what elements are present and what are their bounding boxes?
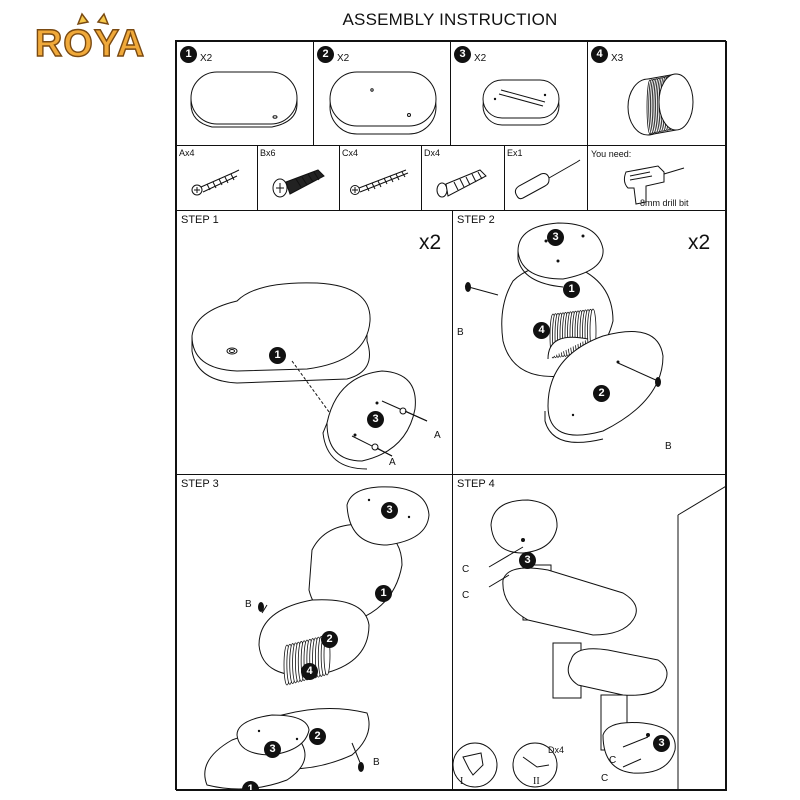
page-title: ASSEMBLY INSTRUCTION [342, 10, 558, 29]
hardware-cell-A: Ax4 [176, 145, 258, 211]
instruction-sheet: 1 X2 2 X2 3 X2 4 X3 [175, 40, 727, 791]
step-2-multiplier: x2 [688, 231, 711, 254]
step-1-part-1: 1 [269, 347, 286, 364]
step-1-part-3: 3 [367, 411, 384, 428]
part-badge-1: 1 [180, 46, 197, 63]
part-badge-2: 2 [317, 46, 334, 63]
bolt-icon [272, 169, 325, 198]
you-need-label: You need: [591, 149, 632, 159]
step-4-screw-label-c2: C [462, 590, 470, 601]
part-qty-1: X2 [200, 53, 213, 64]
logo-ear-left [76, 12, 90, 26]
step-4-sub-hardware: Dx4 [548, 745, 565, 755]
step-3-part-2a: 2 [321, 631, 338, 648]
step-2-label: STEP 2 [457, 214, 495, 226]
hardware-label-E: Ex1 [507, 148, 523, 158]
step-3-bolt-label-b1: B [245, 599, 252, 610]
step-2-diagram [464, 222, 664, 443]
oval-bracket-icon [482, 79, 560, 126]
logo-ear-right [96, 12, 110, 26]
power-drill-icon [623, 165, 685, 205]
logo-text: ROYA [35, 23, 145, 65]
part-cell-2: 2 X2 [313, 41, 451, 146]
step-1-diagram [191, 282, 428, 470]
step-2-part-4: 4 [533, 322, 550, 339]
step-4-screw-label-c1: C [462, 564, 470, 575]
step-3-part-2b: 2 [309, 728, 326, 745]
step-2-part-1: 1 [563, 281, 580, 298]
part-cell-4: 4 X3 [587, 41, 727, 146]
step-4-screw-label-c4: C [601, 773, 609, 784]
step-4-part-3a: 3 [519, 552, 536, 569]
step-1-screw-label-a2: A [389, 457, 396, 468]
step-4-label: STEP 4 [457, 478, 495, 490]
oval-panel-icon [190, 71, 298, 128]
part-cell-3: 3 X2 [450, 41, 588, 146]
step-2-panel: STEP 2 x2 3 1 4 2 B B [452, 210, 727, 475]
step-4-part-3b: 3 [653, 735, 670, 752]
long-screw-icon [350, 169, 409, 195]
wood-screw-icon [191, 169, 240, 196]
hardware-cell-C: Cx4 [339, 145, 422, 211]
part-qty-4: X3 [611, 53, 624, 64]
step-3-part-1a: 1 [375, 585, 392, 602]
step-1-multiplier: x2 [419, 231, 442, 254]
hardware-label-B: Bx6 [260, 148, 276, 158]
hardware-label-C: Cx4 [342, 148, 359, 158]
hardware-label-D: Dx4 [424, 148, 441, 158]
wall-anchor-icon [436, 169, 487, 198]
step-4-diagram [453, 485, 726, 790]
step-1-label: STEP 1 [181, 214, 219, 226]
hardware-cell-B: Bx6 [257, 145, 340, 211]
step-4-substep-2: II [533, 776, 540, 787]
step-3-label: STEP 3 [181, 478, 219, 490]
step-2-part-2: 2 [593, 385, 610, 402]
step-4-substep-1: I [460, 776, 464, 787]
step-3-part-3a: 3 [381, 502, 398, 519]
part-qty-3: X2 [474, 53, 487, 64]
step-2-part-3: 3 [547, 229, 564, 246]
part-qty-2: X2 [337, 53, 350, 64]
step-2-bolt-label-b2: B [665, 441, 672, 452]
step-1-screw-label-a1: A [434, 430, 441, 441]
part-badge-3: 3 [454, 46, 471, 63]
hardware-cell-E: Ex1 [504, 145, 588, 211]
step-3-panel: STEP 3 3 1 2 4 2 3 1 B B [176, 474, 453, 791]
step-4-panel: STEP 4 3 3 C C C C I II Dx4 [452, 474, 727, 791]
oval-panel-icon [329, 71, 437, 135]
screwdriver-icon [514, 159, 581, 200]
step-3-part-4: 4 [301, 663, 318, 680]
step-2-bolt-label-b1: B [457, 327, 464, 338]
hardware-cell-D: Dx4 [421, 145, 505, 211]
part-badge-4: 4 [591, 46, 608, 63]
step-3-part-1b: 1 [242, 781, 259, 790]
hardware-label-A: Ax4 [179, 148, 195, 158]
step-4-screw-label-c3: C [609, 755, 617, 766]
brand-logo: ROYA [22, 12, 158, 66]
step-3-bolt-label-b2: B [373, 757, 380, 768]
you-need-item: 8mm drill bit [640, 198, 689, 208]
sisal-post-icon [627, 73, 694, 136]
you-need-cell: You need: 8mm drill bit [587, 145, 727, 211]
part-cell-1: 1 X2 [176, 41, 314, 146]
step-1-panel: STEP 1 x2 1 3 A A [176, 210, 453, 475]
step-3-part-3b: 3 [264, 741, 281, 758]
